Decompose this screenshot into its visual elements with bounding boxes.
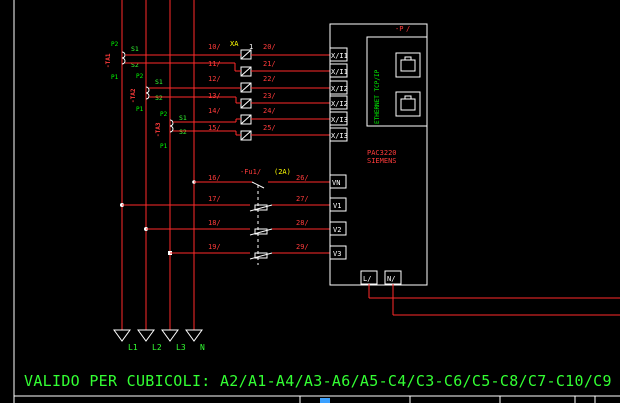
terminal-right-label: 20/ xyxy=(263,43,276,51)
terminal-row: 15/ 25/ xyxy=(208,124,330,141)
voltage-terminal: VN xyxy=(332,179,340,187)
voltage-wire-right: 27/ xyxy=(296,195,309,203)
voltage-terminal: V3 xyxy=(333,250,341,258)
bus-label-l1: L1 xyxy=(128,343,138,352)
terminal-left-label: 13/ xyxy=(208,92,221,100)
terminal-right-label: 21/ xyxy=(263,60,276,68)
supply-terminal-n: N/ xyxy=(387,275,395,283)
ta1-s1: S1 xyxy=(131,45,139,53)
fuse-tag: -Fu1/ xyxy=(240,168,261,176)
terminal-row: 13/ 23/ xyxy=(208,92,330,109)
terminal-right-label: 25/ xyxy=(263,124,276,132)
terminal-row: 10/ 1 20/ xyxy=(208,43,330,60)
ta2-tag: -TA2 xyxy=(130,88,137,103)
ta3-s2: S2 xyxy=(179,128,187,136)
terminal-block-xa: XA 10/ 1 20/ 11/ 21/ 12/ 22/ 13/ 23/ xyxy=(208,40,330,141)
meter-model: PAC3220 xyxy=(367,149,397,157)
ta2-p2: P2 xyxy=(136,73,144,80)
voltage-wire-left: 19/ xyxy=(208,243,221,251)
current-transformer-ta1: -TA1 P2 P1 S1 S2 xyxy=(105,41,230,81)
ta2-s1: S1 xyxy=(155,78,163,86)
terminal-row: 12/ 22/ xyxy=(208,75,330,93)
supply-wiring xyxy=(368,284,620,316)
voltage-wire-right: 26/ xyxy=(296,174,309,182)
terminal-left-label: 10/ xyxy=(208,43,221,51)
bus-label-n: N xyxy=(200,343,205,352)
terminal-left-label: 11/ xyxy=(208,60,221,68)
terminal-right-label: 22/ xyxy=(263,75,276,83)
ta3-p2: P2 xyxy=(160,111,168,118)
terminal-number: 1 xyxy=(249,43,253,51)
terminal-left-label: 12/ xyxy=(208,75,221,83)
terminal-row: 11/ 21/ xyxy=(208,60,330,77)
rj45-port-icon xyxy=(395,91,421,117)
meter-tag: -P xyxy=(395,25,403,33)
bus-label-l2: L2 xyxy=(152,343,162,352)
ta1-s2: S2 xyxy=(131,61,139,69)
ta1-p1: P1 xyxy=(111,74,119,81)
voltage-wire-left: 16/ xyxy=(208,174,221,182)
supply-terminals: L/ N/ xyxy=(360,270,402,285)
ta3-tag: -TA3 xyxy=(155,122,162,137)
ethernet-label: ETHERNET TCP/IP xyxy=(374,69,381,124)
current-transformers: -TA1 P2 P1 S1 S2 -TA2 P2 P1 S1 S2 -TA3 P… xyxy=(105,41,230,150)
terminal-block-tag: XA xyxy=(230,40,239,48)
current-terminal: X/I1 xyxy=(331,68,348,76)
voltage-wire-right: 28/ xyxy=(296,219,309,227)
current-terminal: X/I1 xyxy=(331,52,348,60)
validity-note: VALIDO PER CUBICOLI: A2/A1-A4/A3-A6/A5-C… xyxy=(24,372,612,390)
terminal-right-label: 23/ xyxy=(263,92,276,100)
ta1-p2: P2 xyxy=(111,41,119,48)
terminal-row: 14/ 24/ xyxy=(208,107,330,125)
voltage-circuit: -Fu1/ (2A) 16/ 26/ 17/ 27/ 18/ 28/ 19/ 2… xyxy=(120,168,330,265)
current-terminal: X/I3 xyxy=(331,116,348,124)
meter-maker: SIEMENS xyxy=(367,157,397,165)
ta1-tag: -TA1 xyxy=(105,53,112,68)
voltage-wire-left: 18/ xyxy=(208,219,221,227)
current-terminal: X/I2 xyxy=(331,85,348,93)
terminal-left-label: 14/ xyxy=(208,107,221,115)
fuse-rating: (2A) xyxy=(274,168,291,176)
supply-terminal-l: L/ xyxy=(363,275,371,283)
current-terminal: X/I2 xyxy=(331,100,348,108)
ta3-s1: S1 xyxy=(179,114,187,122)
voltage-terminal: V1 xyxy=(333,202,341,210)
rj45-port-icon xyxy=(395,52,421,78)
current-terminal: X/I3 xyxy=(331,132,348,140)
phase-buses: L1 L2 L3 N xyxy=(113,0,205,352)
current-input-terminals: X/I1 X/I1 X/I2 X/I2 X/I3 X/I3 xyxy=(329,47,348,142)
terminal-left-label: 15/ xyxy=(208,124,221,132)
ta3-p1: P1 xyxy=(160,143,168,150)
power-meter-pac3220: -P / ETHERNET TCP/IP PAC3220 SIEMENS X/I… xyxy=(329,23,428,286)
meter-tag-suffix: / xyxy=(406,25,410,33)
current-transformer-ta2: -TA2 P2 P1 S1 S2 xyxy=(130,73,230,113)
ta2-p1: P1 xyxy=(136,106,144,113)
voltage-input-terminals: VN V1 V2 V3 xyxy=(329,174,347,260)
voltage-wire-left: 17/ xyxy=(208,195,221,203)
ethernet-module xyxy=(366,36,428,127)
voltage-terminal: V2 xyxy=(333,226,341,234)
bus-label-l3: L3 xyxy=(176,343,186,352)
current-transformer-ta3: -TA3 P2 P1 S1 S2 xyxy=(155,111,230,150)
drawing-frame xyxy=(13,0,620,403)
voltage-wire-right: 29/ xyxy=(296,243,309,251)
ta2-s2: S2 xyxy=(155,94,163,102)
terminal-right-label: 24/ xyxy=(263,107,276,115)
